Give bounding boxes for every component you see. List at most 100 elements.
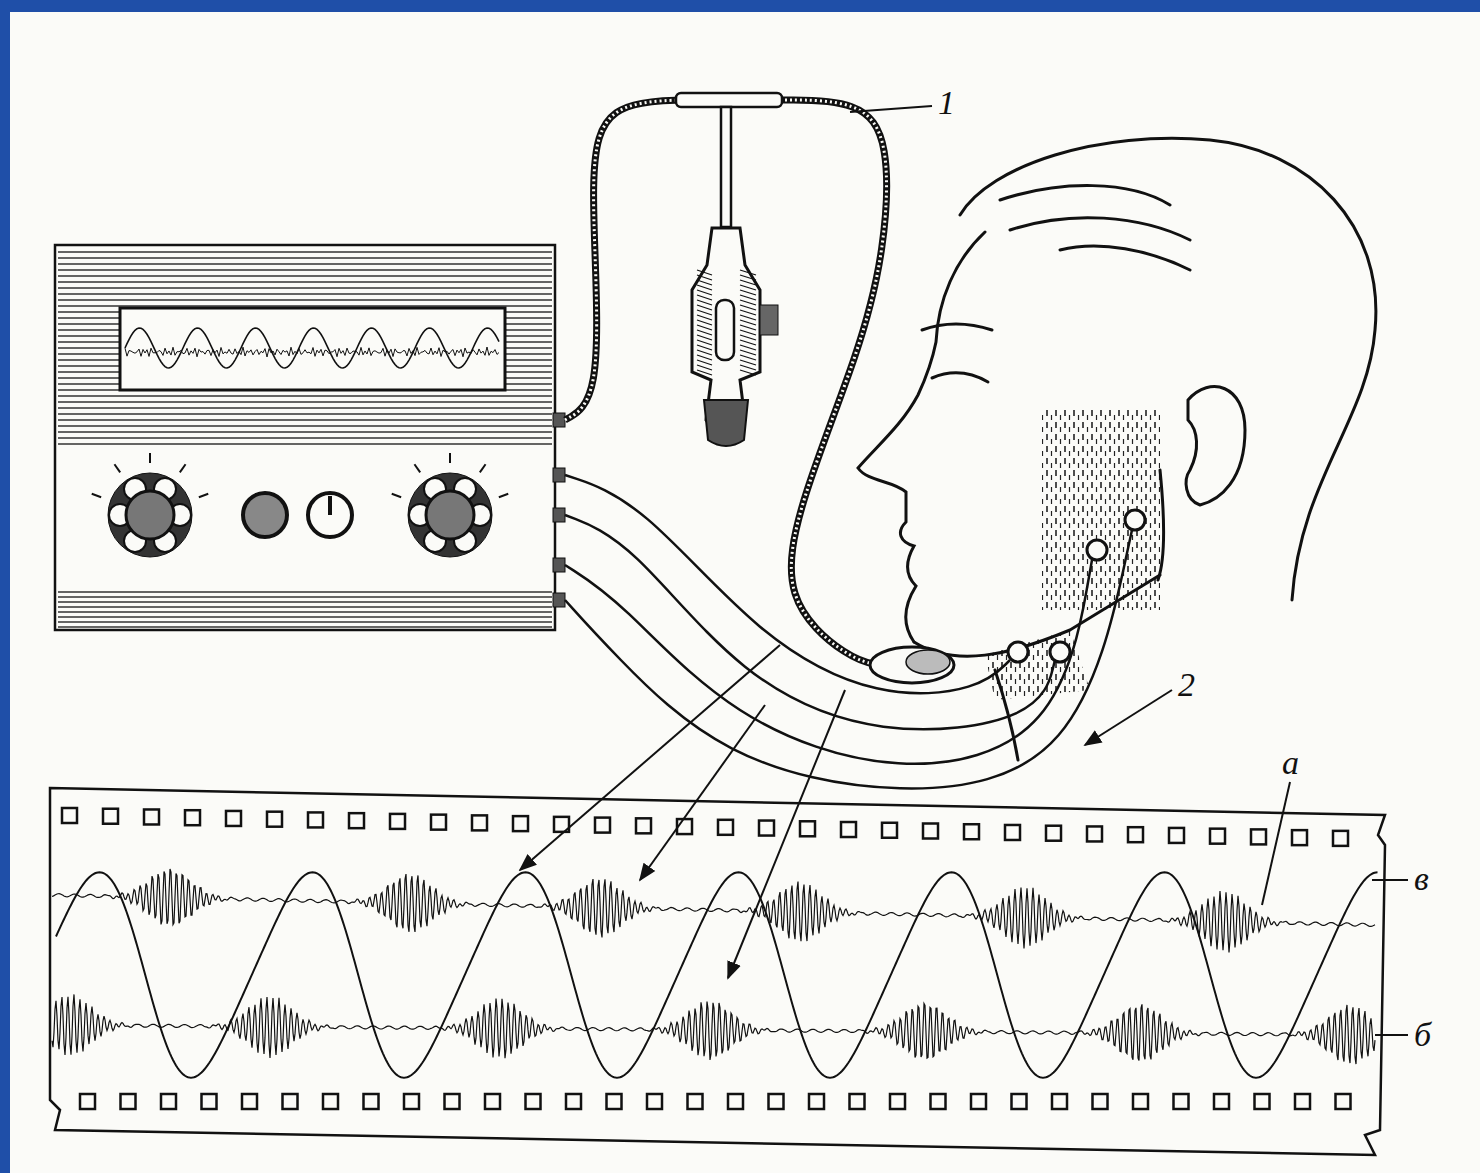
sprocket-hole xyxy=(595,818,610,833)
mic-section-hatch xyxy=(697,305,712,310)
case-hatching xyxy=(58,287,552,288)
sprocket-hole xyxy=(472,815,487,830)
case-hatching xyxy=(58,425,552,426)
mic-section-hatch xyxy=(697,270,712,275)
mic-section-hatch xyxy=(740,290,756,295)
sprocket-hole xyxy=(144,809,159,824)
mic-cable xyxy=(565,100,700,420)
sprocket-hole xyxy=(267,812,282,827)
socket xyxy=(553,593,565,607)
sprocket-hole xyxy=(964,824,979,839)
mic-section-hatch xyxy=(697,360,712,365)
lamp xyxy=(243,493,287,537)
sprocket-hole xyxy=(485,1094,500,1109)
sprocket-hole xyxy=(850,1094,865,1109)
case-hatching xyxy=(58,443,552,444)
head-outline xyxy=(1000,186,1170,205)
sprocket-hole xyxy=(404,1094,419,1109)
emg-trace xyxy=(52,869,1375,953)
sprocket-hole xyxy=(923,823,938,838)
mic-capsule xyxy=(716,300,734,360)
mic-section-hatch xyxy=(697,345,712,350)
socket xyxy=(553,413,565,427)
dial-tick xyxy=(199,494,208,497)
dial-tick xyxy=(449,453,451,463)
switch-lever xyxy=(328,496,332,515)
electrode xyxy=(1125,510,1145,530)
sprocket-hole xyxy=(971,1094,986,1109)
mic-section-hatch xyxy=(697,315,712,320)
sprocket-hole xyxy=(1336,1094,1351,1109)
case-hatching xyxy=(58,281,552,282)
sensor-cable xyxy=(780,100,887,665)
case-hatching xyxy=(58,401,552,402)
sprocket-hole xyxy=(800,821,815,836)
mic-section-hatch xyxy=(740,305,756,310)
sprocket-hole xyxy=(1133,1094,1148,1109)
case-hatching xyxy=(58,251,552,252)
slide-ground xyxy=(10,12,1480,1173)
electrode-wires xyxy=(565,475,1132,789)
mic-section-hatch xyxy=(740,270,756,275)
mic-section-hatch xyxy=(697,325,712,330)
mic-section-hatch xyxy=(697,275,712,280)
sprocket-hole xyxy=(1046,826,1061,841)
mic-section-hatch xyxy=(697,340,712,345)
leader-line xyxy=(850,106,932,112)
callout-label: 2 xyxy=(1178,668,1195,702)
sprocket-hole xyxy=(242,1094,257,1109)
mic-section-hatch xyxy=(697,350,712,355)
sprocket-hole xyxy=(809,1094,824,1109)
electrode xyxy=(1087,540,1107,560)
mic-section-hatch xyxy=(697,320,712,325)
case-hatching xyxy=(58,596,552,597)
dial-tick xyxy=(480,464,486,472)
case-hatching xyxy=(58,395,552,396)
knob-cap xyxy=(426,491,474,539)
head-outline xyxy=(1158,470,1164,580)
case-hatching xyxy=(58,601,552,602)
mic-section-hatch xyxy=(697,300,712,305)
device-case xyxy=(55,245,555,630)
callout-number: 2 xyxy=(1178,668,1195,702)
dial-tick xyxy=(92,494,101,497)
sprocket-hole xyxy=(185,810,200,825)
case-hatching xyxy=(58,305,552,306)
mic-section-hatch xyxy=(697,290,712,295)
mic-section-hatch xyxy=(740,300,756,305)
case-hatching xyxy=(58,606,552,607)
leader-arrow xyxy=(728,690,845,978)
head-outline xyxy=(1010,218,1190,240)
leader-arrow xyxy=(1085,690,1172,745)
callout-number: в xyxy=(1414,862,1429,896)
mic-section-hatch xyxy=(740,325,756,330)
dial-tick xyxy=(499,494,508,497)
head-outline xyxy=(932,373,988,382)
sprocket-hole xyxy=(1128,827,1143,842)
case-hatching xyxy=(58,621,552,622)
chin-sensor xyxy=(906,650,950,674)
mic-section-hatch xyxy=(740,350,756,355)
sprocket-hole xyxy=(431,815,446,830)
mic-section-hatch xyxy=(697,365,712,370)
sprocket-hole xyxy=(1292,830,1307,845)
case-hatching xyxy=(58,626,552,627)
callout-label: б xyxy=(1414,1018,1431,1052)
mic-section-hatch xyxy=(740,370,756,375)
film-border xyxy=(50,788,1385,1155)
sprocket-hole xyxy=(1052,1094,1067,1109)
sprocket-hole xyxy=(349,813,364,828)
mic-section-hatch xyxy=(697,280,712,285)
callout-label: 1 xyxy=(938,86,955,120)
sprocket-hole xyxy=(1093,1094,1108,1109)
sensor-cable xyxy=(780,100,887,665)
mic-section-hatch xyxy=(740,340,756,345)
mic-section-hatch xyxy=(740,335,756,340)
dial-tick xyxy=(414,464,420,472)
sprocket-hole xyxy=(283,1094,298,1109)
sprocket-hole xyxy=(1012,1094,1027,1109)
case-hatching xyxy=(58,431,552,432)
case-hatching xyxy=(58,299,552,300)
sprocket-hole xyxy=(890,1094,905,1109)
